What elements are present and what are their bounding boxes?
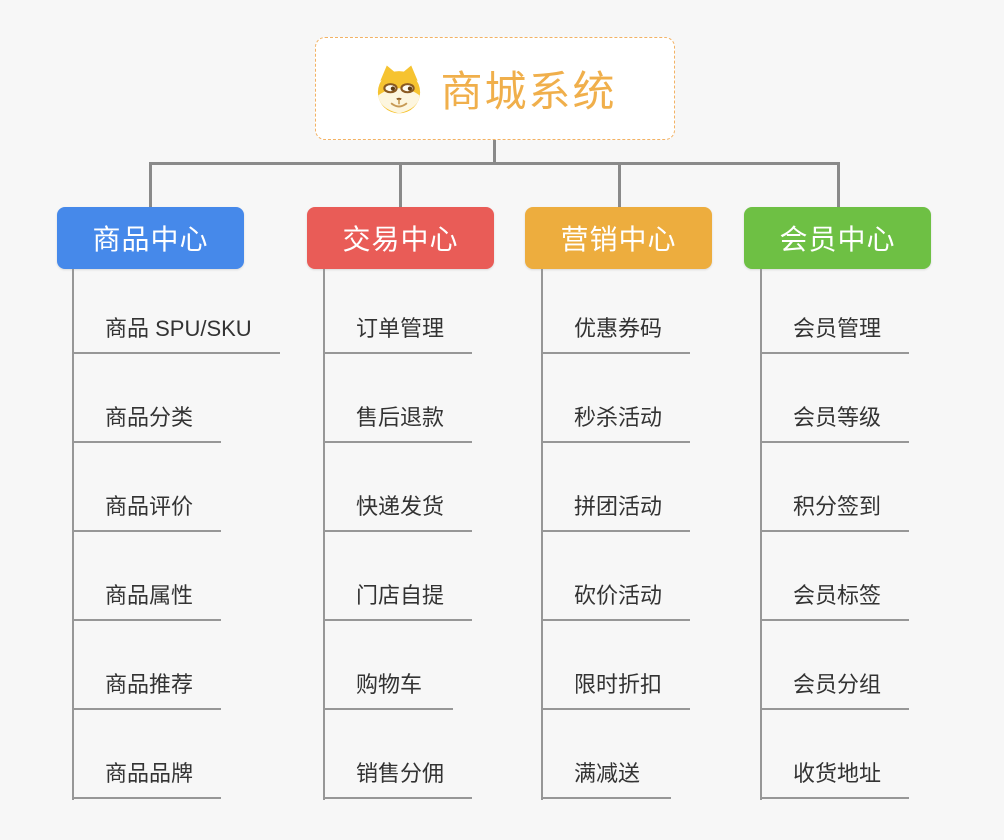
leaf-node[interactable]: 会员分组 bbox=[760, 670, 910, 710]
branch-box-3[interactable]: 会员中心 bbox=[744, 207, 931, 269]
drop-line-1 bbox=[399, 162, 402, 208]
branch-box-1[interactable]: 交易中心 bbox=[307, 207, 494, 269]
leaf-node[interactable]: 商品属性 bbox=[72, 581, 222, 621]
branch-box-2[interactable]: 营销中心 bbox=[525, 207, 712, 269]
leaf-node[interactable]: 门店自提 bbox=[323, 581, 473, 621]
leaf-node[interactable]: 积分签到 bbox=[760, 492, 910, 532]
branch-trunk-line-3 bbox=[760, 269, 762, 800]
leaf-node[interactable]: 销售分佣 bbox=[323, 759, 473, 799]
leaf-node[interactable]: 收货地址 bbox=[760, 759, 910, 799]
leaf-node[interactable]: 会员标签 bbox=[760, 581, 910, 621]
leaf-node[interactable]: 拼团活动 bbox=[541, 492, 691, 532]
root-stub-line bbox=[493, 140, 496, 163]
leaf-node[interactable]: 商品 SPU/SKU bbox=[72, 314, 280, 354]
leaf-node[interactable]: 订单管理 bbox=[323, 314, 473, 354]
leaf-node[interactable]: 满减送 bbox=[541, 759, 671, 799]
root-title: 商城系统 bbox=[440, 68, 617, 115]
leaf-node[interactable]: 商品评价 bbox=[72, 492, 222, 532]
root-node[interactable]: 商城系统 bbox=[315, 37, 675, 140]
leaf-node[interactable]: 限时折扣 bbox=[541, 670, 691, 710]
drop-line-2 bbox=[618, 162, 621, 208]
branch-trunk-line-2 bbox=[541, 269, 543, 800]
leaf-node[interactable]: 购物车 bbox=[323, 670, 453, 710]
drop-line-0 bbox=[149, 162, 152, 208]
branch-trunk-line-0 bbox=[72, 269, 74, 800]
leaf-node[interactable]: 优惠券码 bbox=[541, 314, 691, 354]
leaf-node[interactable]: 商品推荐 bbox=[72, 670, 222, 710]
leaf-node[interactable]: 商品品牌 bbox=[72, 759, 222, 799]
leaf-node[interactable]: 售后退款 bbox=[323, 403, 473, 443]
bus-line bbox=[149, 162, 840, 165]
leaf-node[interactable]: 快递发货 bbox=[323, 492, 473, 532]
leaf-node[interactable]: 砍价活动 bbox=[541, 581, 691, 621]
drop-line-3 bbox=[837, 162, 840, 208]
leaf-node[interactable]: 商品分类 bbox=[72, 403, 222, 443]
shiba-dog-icon bbox=[373, 63, 425, 115]
leaf-node[interactable]: 会员等级 bbox=[760, 403, 910, 443]
branch-box-0[interactable]: 商品中心 bbox=[57, 207, 244, 269]
leaf-node[interactable]: 会员管理 bbox=[760, 314, 910, 354]
branch-trunk-line-1 bbox=[323, 269, 325, 800]
leaf-node[interactable]: 秒杀活动 bbox=[541, 403, 691, 443]
